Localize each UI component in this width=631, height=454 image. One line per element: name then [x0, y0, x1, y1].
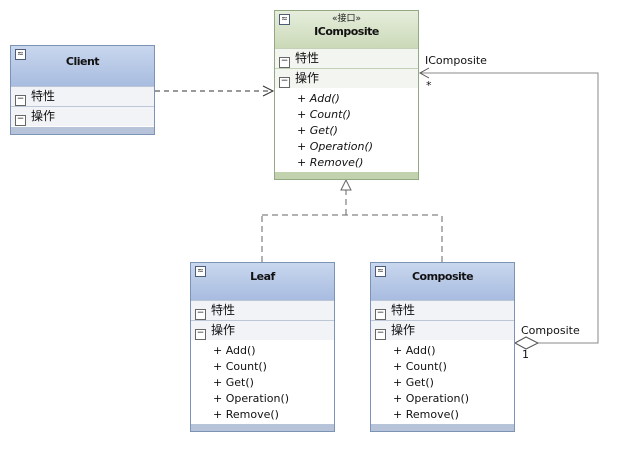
- minus-box-icon[interactable]: −: [279, 76, 290, 88]
- association-target-multiplicity: *: [426, 79, 432, 92]
- minus-box-icon[interactable]: −: [375, 328, 386, 340]
- operation-item[interactable]: + Get(): [213, 376, 254, 389]
- operations-section[interactable]: −操作: [275, 68, 418, 88]
- class-name: Client: [65, 55, 100, 68]
- operation-item[interactable]: + Operation(): [393, 392, 470, 405]
- operation-item[interactable]: + Operation(): [297, 140, 374, 153]
- class-header: ≈ «接口» IComposite: [275, 11, 418, 48]
- minus-box-icon[interactable]: −: [375, 308, 386, 320]
- operations-list: + Add() + Count() + Get() + Operation() …: [275, 88, 418, 174]
- operation-item[interactable]: + Operation(): [213, 392, 290, 405]
- class-composite[interactable]: ≈ Composite −特性 −操作 + Add() + Count() + …: [370, 262, 515, 432]
- class-header: ≈ Client: [11, 46, 154, 86]
- operations-section[interactable]: −操作: [191, 320, 334, 340]
- operations-list: + Add() + Count() + Get() + Operation() …: [191, 340, 334, 426]
- operation-item[interactable]: + Get(): [393, 376, 434, 389]
- stereotype: «接口»: [331, 14, 361, 24]
- class-client[interactable]: ≈ Client −特性 −操作: [10, 45, 155, 135]
- association-source-role: Composite: [521, 324, 580, 337]
- double-chevron-up-icon[interactable]: ≈: [195, 266, 206, 277]
- attributes-section[interactable]: −特性: [371, 300, 514, 320]
- double-chevron-up-icon[interactable]: ≈: [279, 14, 290, 25]
- minus-box-icon[interactable]: −: [195, 328, 206, 340]
- double-chevron-up-icon[interactable]: ≈: [375, 266, 386, 277]
- realization-triangle: [340, 178, 352, 191]
- operation-item[interactable]: + Add(): [297, 92, 340, 105]
- association-target-role: IComposite: [425, 54, 487, 67]
- class-header: ≈ Leaf: [191, 263, 334, 300]
- dependency-arrowhead: [262, 85, 275, 97]
- class-footer: [371, 424, 514, 431]
- minus-box-icon[interactable]: −: [279, 56, 290, 68]
- attributes-section[interactable]: −特性: [275, 48, 418, 68]
- operation-item[interactable]: + Remove(): [213, 408, 279, 421]
- association-source-multiplicity: 1: [522, 348, 529, 361]
- minus-box-icon[interactable]: −: [195, 308, 206, 320]
- class-leaf[interactable]: ≈ Leaf −特性 −操作 + Add() + Count() + Get()…: [190, 262, 335, 432]
- class-name: IComposite: [314, 25, 379, 38]
- operations-list: + Add() + Count() + Get() + Operation() …: [371, 340, 514, 426]
- operation-item[interactable]: + Add(): [393, 344, 436, 357]
- operation-item[interactable]: + Count(): [393, 360, 447, 373]
- operation-item[interactable]: + Get(): [297, 124, 338, 137]
- class-footer: [191, 424, 334, 431]
- class-name: Composite: [411, 270, 474, 283]
- operation-item[interactable]: + Remove(): [297, 156, 364, 169]
- operation-item[interactable]: + Add(): [213, 344, 256, 357]
- class-footer: [11, 127, 154, 134]
- class-name: Leaf: [250, 270, 275, 283]
- aggregation-line: [420, 72, 599, 344]
- operation-item[interactable]: + Count(): [297, 108, 351, 121]
- aggregation-diamond: [513, 336, 540, 350]
- minus-box-icon[interactable]: −: [15, 94, 26, 106]
- operations-section[interactable]: −操作: [11, 106, 154, 126]
- operations-section[interactable]: −操作: [371, 320, 514, 340]
- operation-item[interactable]: + Count(): [213, 360, 267, 373]
- attributes-section[interactable]: −特性: [191, 300, 334, 320]
- class-header: ≈ Composite: [371, 263, 514, 300]
- class-footer: [275, 172, 418, 179]
- aggregation-arrowhead: [418, 67, 430, 79]
- operation-item[interactable]: + Remove(): [393, 408, 459, 421]
- attributes-section[interactable]: −特性: [11, 86, 154, 106]
- interface-icomposite[interactable]: ≈ «接口» IComposite −特性 −操作 + Add() + Coun…: [274, 10, 419, 180]
- double-chevron-up-icon[interactable]: ≈: [15, 49, 26, 60]
- minus-box-icon[interactable]: −: [15, 114, 26, 126]
